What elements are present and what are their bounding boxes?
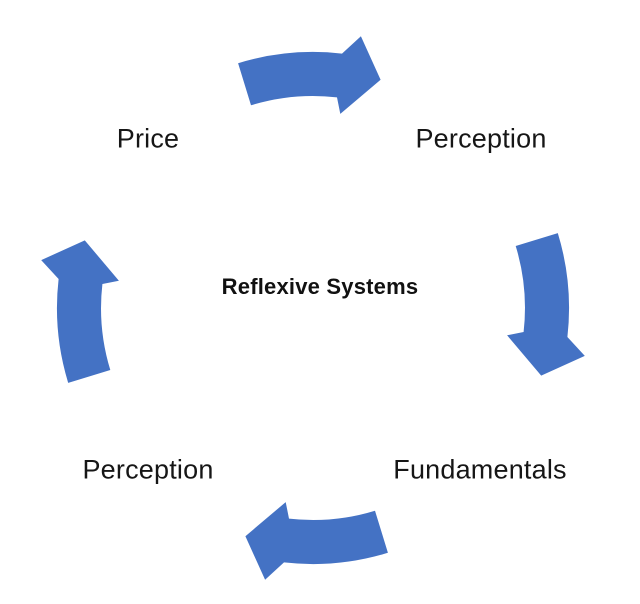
node-perception-top: Perception xyxy=(415,123,547,154)
node-price: Price xyxy=(116,123,180,154)
node-perception-bottom: Perception xyxy=(82,454,214,485)
arrow-perception-to-fundamentals-icon xyxy=(507,233,585,376)
arrow-perception-to-price-icon xyxy=(41,240,119,383)
diagram-title: Reflexive Systems xyxy=(221,274,419,299)
arrow-fundamentals-to-perception-icon xyxy=(245,502,388,580)
node-fundamentals: Fundamentals xyxy=(393,454,567,485)
arrow-price-to-perception-icon xyxy=(238,36,381,114)
